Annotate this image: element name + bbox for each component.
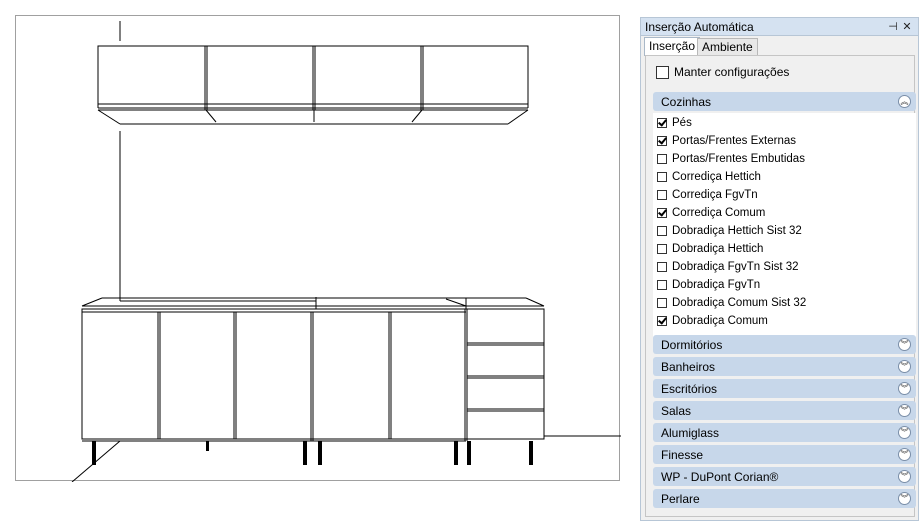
list-item[interactable]: Dobradiça Comum [657, 313, 768, 329]
checkbox[interactable] [657, 298, 667, 308]
list-item[interactable]: Pés [657, 115, 692, 131]
panel-title: Inserção Automática [645, 19, 754, 34]
item-label: Pés [672, 117, 692, 129]
section-label: Cozinhas [661, 94, 712, 109]
3d-viewport[interactable] [15, 15, 621, 482]
section-wp-dupont-corian[interactable]: WP - DuPont Corian® ︾ [653, 467, 916, 486]
checkbox[interactable] [657, 172, 667, 182]
checkbox[interactable] [657, 316, 667, 326]
chevron-down-icon[interactable]: ︾ [898, 426, 911, 439]
close-icon[interactable]: ✕ [902, 20, 912, 33]
item-label: Dobradiça Hettich [672, 243, 764, 255]
checkbox[interactable] [657, 154, 667, 164]
chevron-down-icon[interactable]: ︾ [898, 338, 911, 351]
checkbox[interactable] [657, 226, 667, 236]
item-label: Dobradiça Comum Sist 32 [672, 297, 807, 309]
item-label: Dobradiça FgvTn Sist 32 [672, 261, 799, 273]
chevron-up-icon[interactable]: ︽ [898, 95, 911, 108]
chevron-down-icon[interactable]: ︾ [898, 404, 911, 417]
tab-content: Manter configurações Cozinhas ︽ Pés Port… [645, 55, 916, 517]
kitchen-drawing [71, 21, 621, 482]
item-label: Corrediça Comum [672, 207, 766, 219]
list-item[interactable]: Portas/Frentes Externas [657, 133, 796, 149]
section-label: Escritórios [661, 381, 718, 396]
checkbox[interactable] [657, 280, 667, 290]
checkbox[interactable] [657, 244, 667, 254]
checkbox[interactable] [657, 190, 667, 200]
section-label: Perlare [661, 491, 700, 506]
checkbox[interactable] [657, 208, 667, 218]
section-salas[interactable]: Salas ︾ [653, 401, 916, 420]
section-banheiros[interactable]: Banheiros ︾ [653, 357, 916, 376]
section-label: Banheiros [661, 359, 716, 374]
section-label: Alumiglass [661, 425, 720, 440]
item-label: Dobradiça FgvTn [672, 279, 761, 291]
tab-strip: Inserção Ambiente [641, 36, 918, 56]
panel-titlebar: Inserção Automática ⊣ ✕ [641, 18, 918, 36]
checkbox[interactable] [657, 136, 667, 146]
cozinhas-list: Pés Portas/Frentes Externas Portas/Frent… [653, 113, 916, 339]
chevron-down-icon[interactable]: ︾ [898, 448, 911, 461]
item-label: Dobradiça Comum [672, 315, 768, 327]
item-label: Portas/Frentes Externas [672, 135, 796, 147]
list-item[interactable]: Corrediça FgvTn [657, 187, 758, 203]
pin-icon[interactable]: ⊣ [888, 20, 898, 33]
list-item[interactable]: Dobradiça FgvTn [657, 277, 760, 293]
manter-label: Manter configurações [674, 65, 790, 79]
chevron-down-icon[interactable]: ︾ [898, 492, 911, 505]
checkbox[interactable] [657, 118, 667, 128]
section-dormitorios[interactable]: Dormitórios ︾ [653, 335, 916, 354]
item-label: Portas/Frentes Embutidas [672, 153, 805, 165]
tab-ambiente[interactable]: Ambiente [697, 38, 758, 55]
section-escritorios[interactable]: Escritórios ︾ [653, 379, 916, 398]
section-label: Finesse [661, 447, 704, 462]
section-finesse[interactable]: Finesse ︾ [653, 445, 916, 464]
list-item[interactable]: Dobradiça Hettich Sist 32 [657, 223, 802, 239]
manter-configuracoes-option[interactable]: Manter configurações [656, 65, 789, 79]
section-cozinhas[interactable]: Cozinhas ︽ [653, 92, 916, 111]
chevron-down-icon[interactable]: ︾ [898, 360, 911, 373]
section-alumiglass[interactable]: Alumiglass ︾ [653, 423, 916, 442]
item-label: Corrediça FgvTn [672, 189, 758, 201]
item-label: Corrediça Hettich [672, 171, 761, 183]
list-item[interactable]: Portas/Frentes Embutidas [657, 151, 805, 167]
section-perlare[interactable]: Perlare ︾ [653, 489, 916, 508]
item-label: Dobradiça Hettich Sist 32 [672, 225, 802, 237]
checkbox[interactable] [657, 262, 667, 272]
section-label: Dormitórios [661, 337, 723, 352]
manter-checkbox[interactable] [656, 65, 669, 79]
tab-insercao[interactable]: Inserção [644, 37, 701, 56]
list-item[interactable]: Dobradiça Hettich [657, 241, 763, 257]
chevron-down-icon[interactable]: ︾ [898, 382, 911, 395]
list-item[interactable]: Dobradiça Comum Sist 32 [657, 295, 806, 311]
section-label: Salas [661, 403, 692, 418]
chevron-down-icon[interactable]: ︾ [898, 470, 911, 483]
list-item[interactable]: Dobradiça FgvTn Sist 32 [657, 259, 799, 275]
list-item[interactable]: Corrediça Hettich [657, 169, 761, 185]
auto-insert-panel: Inserção Automática ⊣ ✕ Inserção Ambient… [640, 17, 919, 521]
list-item[interactable]: Corrediça Comum [657, 205, 765, 221]
section-label: WP - DuPont Corian® [661, 469, 779, 484]
